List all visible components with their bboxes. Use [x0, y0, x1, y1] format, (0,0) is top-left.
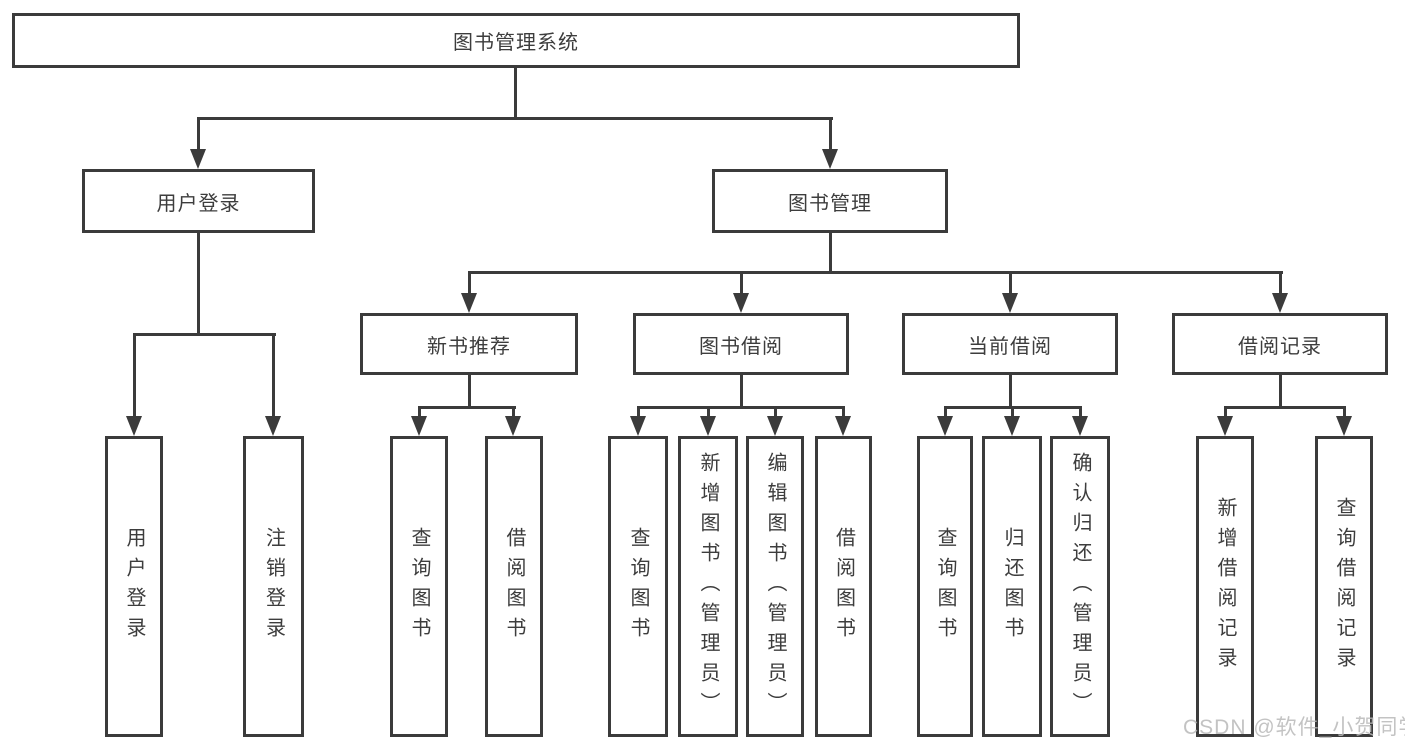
connector-line [197, 117, 200, 149]
connector-line [272, 333, 275, 416]
arrow-down-icon [411, 416, 427, 436]
connector-line [707, 406, 710, 416]
node-user-login: 用户登录 [82, 169, 315, 233]
connector-line [1079, 406, 1082, 416]
leaf-add-borrow-record: 新增借阅记录 [1196, 436, 1254, 737]
connector-line [637, 406, 640, 416]
node-new-book-recommend: 新书推荐 [360, 313, 578, 375]
leaf-query-books-recommend: 查询图书 [390, 436, 448, 737]
connector-line [842, 406, 845, 416]
arrow-down-icon [265, 416, 281, 436]
connector-line [1009, 375, 1012, 409]
connector-line [468, 271, 1283, 274]
connector-line [468, 271, 471, 293]
arrow-down-icon [937, 416, 953, 436]
connector-line [1009, 271, 1012, 293]
leaf-confirm-return-admin: 确认归还（管理员） [1050, 436, 1110, 737]
leaf-edit-books-admin: 编辑图书（管理员） [746, 436, 804, 737]
arrow-down-icon [630, 416, 646, 436]
arrow-down-icon [1004, 416, 1020, 436]
connector-line [1279, 375, 1282, 409]
connector-line [197, 233, 200, 336]
connector-line [133, 333, 136, 416]
connector-line [1224, 406, 1227, 416]
connector-line [944, 406, 947, 416]
arrow-down-icon [1072, 416, 1088, 436]
arrow-down-icon [1272, 293, 1288, 313]
connector-line [514, 68, 517, 118]
arrow-down-icon [767, 416, 783, 436]
csdn-watermark: CSDN @软件_小贺同学 [1183, 716, 1405, 739]
node-borrowing-records: 借阅记录 [1172, 313, 1388, 375]
connector-line [418, 406, 421, 416]
leaf-borrow-books-recommend: 借阅图书 [485, 436, 543, 737]
arrow-down-icon [505, 416, 521, 436]
node-library-system: 图书管理系统 [12, 13, 1020, 68]
connector-line [512, 406, 515, 416]
connector-line [829, 233, 832, 274]
node-current-borrowing: 当前借阅 [902, 313, 1118, 375]
leaf-query-books-borrowing: 查询图书 [608, 436, 668, 737]
connector-line [1343, 406, 1346, 416]
connector-line [774, 406, 777, 416]
connector-line [133, 333, 276, 336]
leaf-return-books: 归还图书 [982, 436, 1042, 737]
arrow-down-icon [1002, 293, 1018, 313]
leaf-query-books-current: 查询图书 [917, 436, 973, 737]
arrow-down-icon [700, 416, 716, 436]
connector-line [740, 271, 743, 293]
connector-line [1279, 271, 1282, 293]
connector-line [468, 375, 471, 409]
connector-line [197, 117, 833, 120]
connector-line [1011, 406, 1014, 416]
leaf-logout: 注销登录 [243, 436, 304, 737]
arrow-down-icon [1217, 416, 1233, 436]
leaf-query-borrow-record: 查询借阅记录 [1315, 436, 1373, 737]
leaf-add-books-admin: 新增图书（管理员） [678, 436, 738, 737]
leaf-borrow-books: 借阅图书 [815, 436, 872, 737]
node-book-management: 图书管理 [712, 169, 948, 233]
arrow-down-icon [1336, 416, 1352, 436]
arrow-down-icon [822, 149, 838, 169]
connector-line [1224, 406, 1346, 409]
connector-line [418, 406, 516, 409]
arrow-down-icon [461, 293, 477, 313]
connector-line [637, 406, 845, 409]
connector-line [829, 117, 832, 149]
arrow-down-icon [835, 416, 851, 436]
arrow-down-icon [126, 416, 142, 436]
connector-line [740, 375, 743, 409]
arrow-down-icon [733, 293, 749, 313]
node-book-borrowing: 图书借阅 [633, 313, 849, 375]
leaf-user-login: 用户登录 [105, 436, 163, 737]
arrow-down-icon [190, 149, 206, 169]
